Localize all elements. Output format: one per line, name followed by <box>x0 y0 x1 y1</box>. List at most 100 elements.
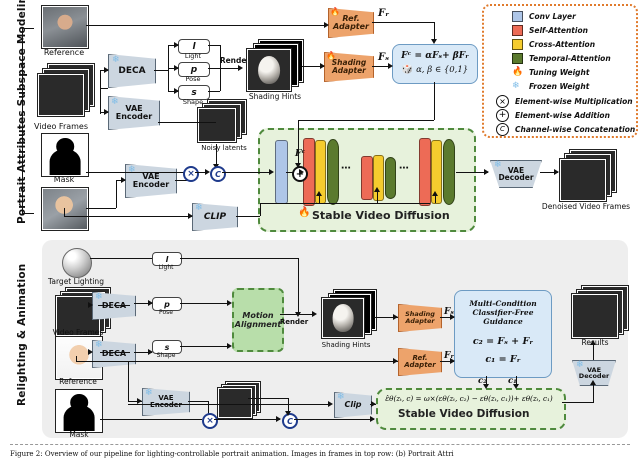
legend-item-elementwise-add: + Element-wise Addition <box>496 109 610 122</box>
param-pose-symbol-bottom: p <box>164 299 170 309</box>
arrowhead-fr-cfg <box>450 357 455 364</box>
arrowhead-vf-to-deca <box>104 66 109 73</box>
legend-label-elementwise-mult: Element-wise Multiplication <box>515 97 633 106</box>
arrowhead-clipb-out <box>371 400 376 407</box>
param-pose-label-top: Pose <box>185 75 201 83</box>
thumb-denoised-top <box>556 149 620 202</box>
svd-panel-bottom <box>376 388 566 430</box>
flame-icon: 🔥 <box>512 67 524 77</box>
arrowhead-bus-up-1 <box>316 191 322 196</box>
edge-decoder-to-results <box>593 344 595 360</box>
cfg-title-line1: Multi-Condition <box>469 299 537 308</box>
render-label-top: Render <box>219 56 251 65</box>
param-light-symbol-top: l <box>192 41 196 52</box>
arrowhead-fs-cfg <box>450 313 455 320</box>
arrowhead-ref-bottom-bus <box>393 357 398 364</box>
module-ref-adapter-top: Ref. Adapter <box>328 8 374 38</box>
arrowhead-c1-down <box>512 384 519 389</box>
param-shape-symbol-top: s <box>191 87 197 98</box>
module-deca-top-label: DECA <box>118 65 146 76</box>
legend-label-cross-attention: Cross-Attention <box>529 40 596 49</box>
svd-ellipsis-top-2: ⋯ <box>399 163 409 174</box>
edge-ref-bottom-to-deca2 <box>100 352 130 354</box>
legend-label-channelwise-concat: Channel-wise Concatenation <box>515 125 636 134</box>
cfg-eq-c2: c₂ = Fₛ + Fᵣ <box>472 336 534 347</box>
arrowhead-shape-motion <box>227 342 232 349</box>
arrowhead-shading-adapter <box>320 62 325 69</box>
module-motion-alignment: Motion Alignment <box>232 288 284 352</box>
svd-title-bottom: Stable Video Diffusion <box>398 408 530 420</box>
edge-fs-to-cfg <box>440 317 454 319</box>
frozen-icon-vae-decoder-top: ❄ <box>494 160 502 170</box>
module-motion-alignment-label: Motion Alignment <box>234 311 282 329</box>
param-pose-symbol-top: p <box>190 64 198 75</box>
feature-label-fr-top: Fᵣ <box>378 8 390 19</box>
tuning-icon-svd-top: 🔥 <box>298 207 311 218</box>
edge-ref-to-clip-bottom <box>128 404 330 406</box>
param-shape-label-top: Shape <box>182 98 204 106</box>
legend-item-self-attention: Self-Attention <box>512 25 588 36</box>
module-shading-adapter-bottom-label: Shading Adapter <box>405 310 435 325</box>
fusion-eq2: α, β ∈ {0,1} <box>416 65 469 75</box>
arrowhead-bus-up-2 <box>374 187 380 192</box>
frozen-icon-deca-b1: ❄ <box>95 292 103 302</box>
edge-fr-down <box>434 22 436 40</box>
arrowhead-pose-motion <box>227 299 232 306</box>
arrowhead-mulb-catb <box>276 415 281 422</box>
arrowhead-decoder-results <box>590 340 596 345</box>
self-attn-block-top-3 <box>419 138 431 206</box>
frozen-icon-deca-top: ❄ <box>112 55 120 65</box>
edge-ref2-to-vae2 <box>86 208 116 210</box>
edge-render <box>220 68 240 70</box>
arrowhead-ref-clip-bottom <box>328 400 333 407</box>
edge-shading-to-adapter <box>302 66 324 68</box>
edge-c1-down <box>516 376 518 386</box>
edge-ref2-to-clip <box>64 216 192 218</box>
edge-ref-to-vae-b <box>128 361 130 401</box>
feature-label-c1-bottom: c₁ <box>508 376 517 386</box>
legend-item-conv-layer: Conv Layer <box>512 11 576 22</box>
fusion-formula-box: Fᶜ = αFₛ+ βFᵣ 🎲 α, β ∈ {0,1} <box>392 44 478 84</box>
elementwise-mult-op-top: × <box>183 166 199 182</box>
module-shading-adapter-bottom: Shading Adapter <box>398 304 442 332</box>
caption-video-frames-bottom: Video Frames <box>52 328 104 337</box>
module-ref-adapter-bottom: Ref. Adapter <box>398 348 442 376</box>
arrowhead-svdb-decoder <box>590 380 596 385</box>
arrowhead-ref2-vae2 <box>121 176 126 183</box>
arrowhead-vf-bottom-deca <box>88 301 93 308</box>
arrowhead-c2-down <box>482 384 489 389</box>
caption-noisy-latents-top: Noisy latents <box>201 144 247 152</box>
edge-bus-up-2 <box>377 192 379 203</box>
edge-mulb-to-catb <box>214 419 280 421</box>
edge-fusion-to-fc <box>298 120 434 122</box>
page-separator <box>10 444 630 445</box>
dice-icon: 🎲 <box>401 65 414 75</box>
frozen-icon-vae1-top: ❄ <box>111 97 119 107</box>
arrowhead-noisyb-catb <box>284 411 291 416</box>
arrowhead-deca2-shape <box>148 348 153 355</box>
module-vae-encoder-top1-label: VAE Encoder <box>115 104 153 121</box>
arrowhead-fc-down <box>294 163 301 168</box>
elementwise-mult-op-bottom: × <box>202 413 218 429</box>
edge-vf-trunk <box>100 88 108 90</box>
edge-ref2-into-vae2 <box>116 180 125 182</box>
temporal-attn-block-top-2 <box>385 157 396 199</box>
param-shape-symbol-bottom: s <box>164 342 170 352</box>
thumb-mask-top <box>41 133 89 177</box>
arrowhead-motion-render <box>312 310 317 317</box>
arrowhead-ref-deca2 <box>88 348 93 355</box>
caption-mask-top: Mask <box>53 175 75 184</box>
thumb-noisy-latents-bottom <box>216 381 264 420</box>
arrowhead-light <box>174 41 179 48</box>
legend-item-temporal-attention: Temporal-Attention <box>512 53 611 64</box>
concat-circle-icon: C <box>496 123 509 136</box>
legend-swatch-self-attention <box>512 25 523 36</box>
top-bracket-bottom <box>22 213 34 215</box>
module-ref-adapter-bottom-label: Ref. Adapter <box>404 353 436 369</box>
legend-label-conv-layer: Conv Layer <box>529 12 576 21</box>
legend-label-self-attention: Self-Attention <box>529 26 588 35</box>
caption-reference-top: Reference <box>43 48 85 57</box>
edge-noisy-to-cat <box>216 144 218 166</box>
edge-svd-crossbus <box>260 203 430 205</box>
